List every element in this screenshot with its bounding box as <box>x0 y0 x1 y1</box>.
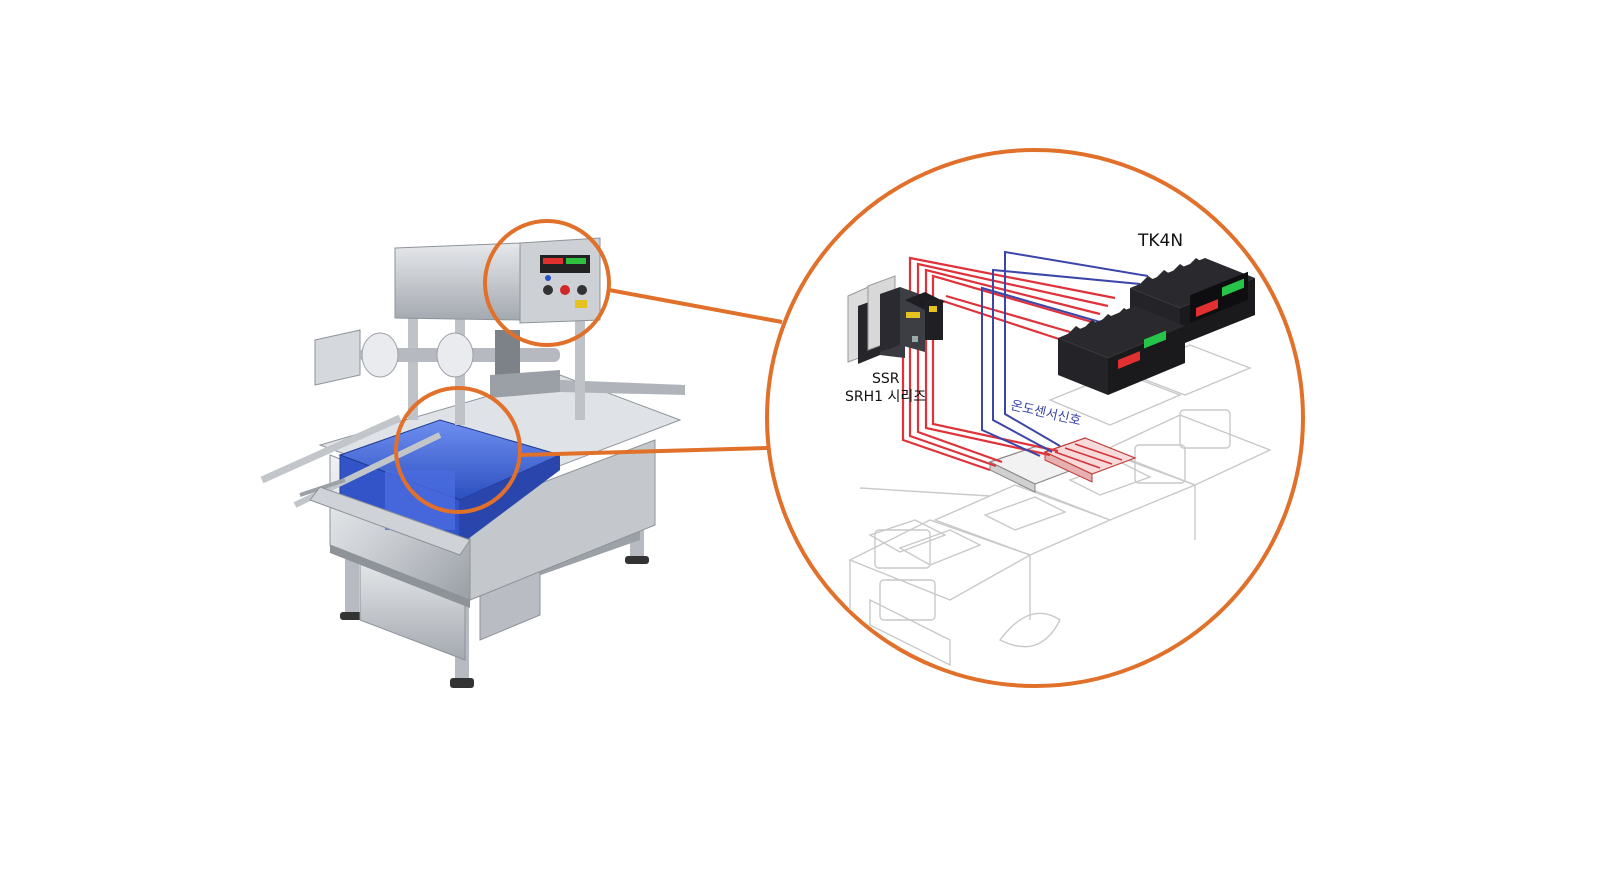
callout-connector-top <box>608 288 783 324</box>
label-tk4n: TK4N <box>1137 231 1183 251</box>
callout-circle-heater-area <box>394 386 522 514</box>
sensor-signal-wires <box>981 250 1149 457</box>
detail-content <box>847 250 1272 667</box>
label-srh1-series: SRH1 시리즈 <box>845 389 926 405</box>
tk4n-controller-front <box>1058 306 1185 395</box>
ssr-srh1-units <box>847 275 945 364</box>
sealing-machine-illustration <box>260 237 685 688</box>
callout-circle-control-panel <box>483 219 611 347</box>
label-ssr: SSR <box>872 371 900 387</box>
callout-connector-bottom <box>519 446 769 457</box>
heater-plate-right <box>1043 437 1137 483</box>
